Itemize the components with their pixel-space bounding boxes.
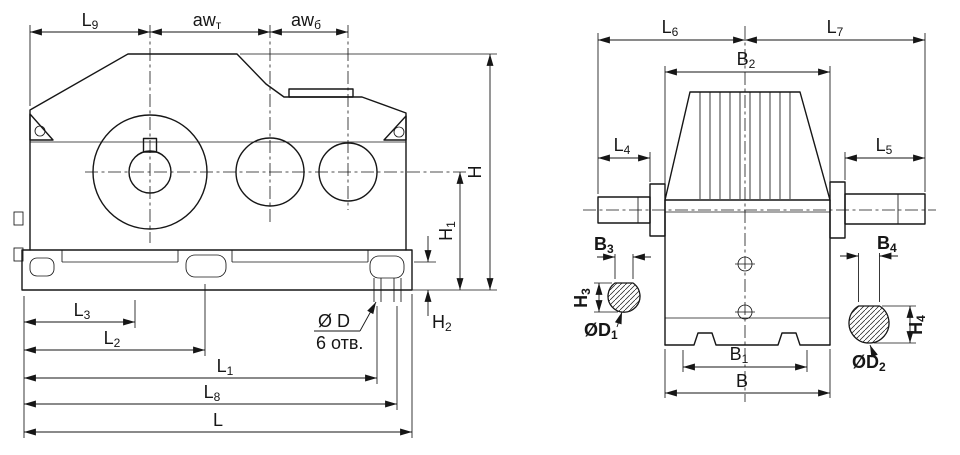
dimension-lines bbox=[23, 25, 926, 438]
dim-label-b2: B2 bbox=[737, 49, 756, 71]
cover-trapezoid bbox=[664, 91, 831, 201]
corner-lug-right bbox=[383, 115, 407, 141]
dim-label-l3: L3 bbox=[74, 300, 91, 322]
foot-slot-left bbox=[29, 257, 55, 277]
dim-label-d2: ØD2 bbox=[852, 352, 886, 374]
lug-bolt-hole-right bbox=[393, 126, 405, 138]
foot-slot-right bbox=[369, 255, 405, 279]
dim-label-awt: awт bbox=[193, 10, 222, 32]
dim-label-l1: L1 bbox=[217, 356, 234, 378]
right-view-geometry bbox=[597, 91, 926, 346]
base-flange bbox=[21, 249, 413, 291]
dim-label-b3: B3 bbox=[594, 234, 614, 256]
dim-label-l4: L4 bbox=[614, 135, 631, 157]
oil-filler-cap bbox=[288, 88, 354, 98]
dim-label-b1: B1 bbox=[730, 344, 749, 366]
dim-label-h1: H1 bbox=[436, 221, 458, 241]
dim-label-l9: L9 bbox=[82, 10, 99, 32]
dim-label-b4: B4 bbox=[877, 233, 897, 255]
bottom-edge-with-feet bbox=[664, 332, 831, 346]
dimension-labels: L9 awт awб H H1 H2 Ø D 6 отв. L3 L2 L1 L… bbox=[74, 10, 928, 430]
body-walls bbox=[664, 199, 831, 346]
dim-label-d1: ØD1 bbox=[584, 320, 618, 342]
foot-slot-middle bbox=[185, 254, 227, 278]
input-shaft bbox=[597, 196, 651, 224]
dim-label-l5: L5 bbox=[876, 135, 893, 157]
dim-label-d: Ø D bbox=[318, 311, 350, 331]
shaft-section-d1 bbox=[607, 282, 641, 313]
housing-outline bbox=[29, 53, 407, 251]
dim-label-awb: awб bbox=[291, 10, 321, 32]
lug-bolt-hole-left bbox=[34, 125, 46, 137]
dim-label-l7: L7 bbox=[827, 17, 844, 39]
dim-label-l2: L2 bbox=[104, 328, 121, 350]
corner-lug-left bbox=[29, 113, 54, 141]
mounting-hole-walls bbox=[373, 278, 402, 302]
shaft-section-d2 bbox=[848, 305, 890, 344]
dim-label-l8: L8 bbox=[204, 382, 221, 404]
dim-label-b: B bbox=[736, 371, 748, 391]
dim-label-h3: H3 bbox=[571, 288, 593, 308]
base-recess-lines bbox=[61, 250, 369, 263]
output-shaft bbox=[844, 193, 926, 225]
drain-plug-lower bbox=[13, 247, 24, 262]
dim-label-l6: L6 bbox=[662, 17, 679, 39]
drain-plug-upper bbox=[13, 211, 24, 226]
note-hole-count: 6 отв. bbox=[316, 333, 363, 353]
dim-label-h2: H2 bbox=[432, 312, 452, 334]
left-view-geometry bbox=[13, 53, 413, 302]
dim-label-l: L bbox=[213, 410, 223, 430]
cooling-ribs bbox=[699, 92, 791, 199]
dim-label-h: H bbox=[465, 166, 485, 179]
dim-label-h4: H4 bbox=[906, 315, 928, 335]
centerlines bbox=[85, 25, 936, 402]
